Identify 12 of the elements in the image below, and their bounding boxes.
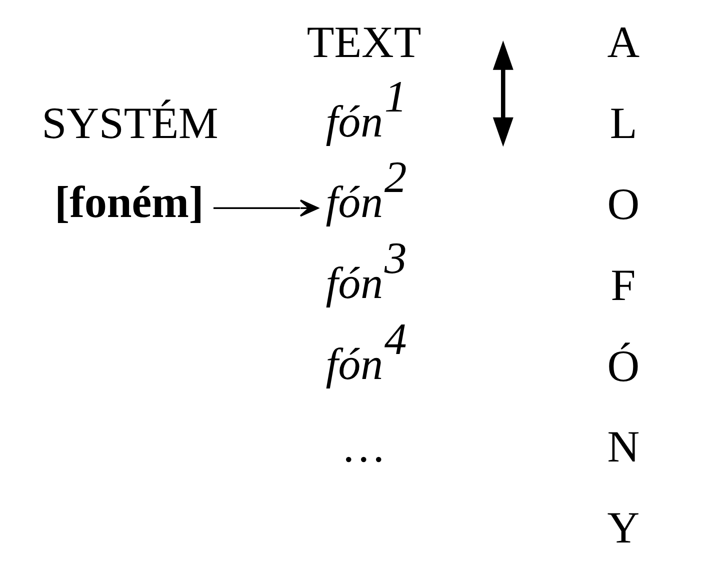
label: L <box>609 98 637 148</box>
node-text: [foném] <box>54 177 204 228</box>
label: SYSTÉM <box>41 98 218 148</box>
label: Y <box>606 502 640 553</box>
label: N <box>606 422 640 472</box>
label: TEXT <box>306 17 421 68</box>
label: … <box>340 422 386 472</box>
label: O <box>606 178 640 229</box>
label: A <box>606 17 640 68</box>
arrow <box>212 199 318 217</box>
label: Ó <box>606 340 640 391</box>
label: F <box>610 260 636 310</box>
